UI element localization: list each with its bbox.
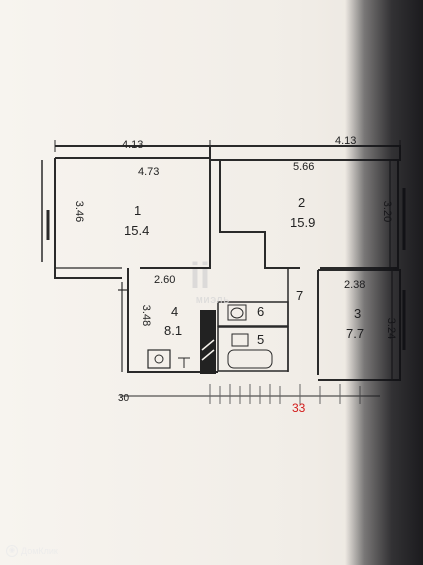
room-1-area: 15.4 (124, 223, 150, 238)
dim-top-right: 4.13 (335, 135, 357, 147)
room-5-number: 5 (257, 332, 265, 347)
dim-room4-height: 3.48 (140, 304, 153, 327)
dim-top-left: 4.13 (122, 139, 144, 151)
apartment-number: 33 (292, 401, 306, 415)
stove (147, 349, 171, 369)
room-3-area: 7.7 (346, 326, 365, 341)
wall-room2-bottom (219, 160, 300, 269)
room-2-number: 2 (298, 195, 306, 210)
dim-room2-height: 3.20 (381, 200, 394, 223)
room-3-number: 3 (354, 306, 362, 321)
dim-room3-height: 3.24 (385, 317, 398, 340)
room-4-number: 4 (171, 304, 179, 319)
room-6-number: 6 (257, 304, 265, 319)
watermark-mark: ii (190, 255, 211, 296)
room-4-area: 8.1 (164, 323, 183, 338)
dim-room2-width: 5.66 (293, 161, 315, 173)
wall-room1-left (54, 158, 122, 279)
wall-top-right (210, 145, 401, 161)
dim-room4-width: 2.60 (154, 274, 176, 286)
dim-room1-height: 3.46 (73, 200, 86, 223)
room-2-area: 15.9 (290, 215, 316, 230)
wall-room1-right (140, 158, 211, 269)
room-1-number: 1 (134, 203, 142, 218)
dim-bottom-left: 30 (118, 393, 130, 404)
room-7-number: 7 (296, 288, 304, 303)
dim-room1-width: 4.73 (138, 166, 160, 178)
dim-room3-width: 2.38 (344, 279, 366, 291)
brand-logo: ◉ ДомКлик (6, 545, 58, 557)
wall-room4 (127, 268, 218, 373)
brand-text: ДомКлик (21, 546, 58, 556)
watermark-text: МИЭЛЬ (196, 296, 231, 305)
domclick-icon: ◉ (6, 545, 18, 557)
vent-shaft (200, 310, 216, 374)
